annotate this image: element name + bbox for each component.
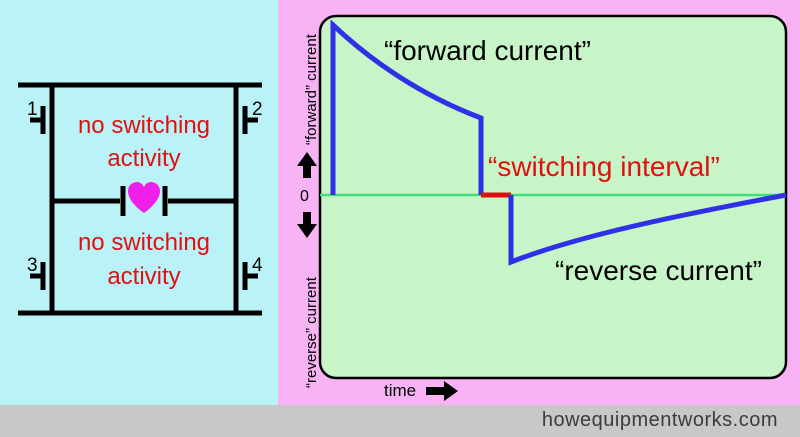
switch-1-number: 1 <box>27 99 38 120</box>
forward-current-label: “forward current” <box>384 35 591 66</box>
switch-4-number: 4 <box>252 255 263 276</box>
y-axis-label-reverse: “reverse” current <box>303 276 320 388</box>
lower-loop-text-line1: no switching <box>78 229 210 256</box>
right-arrow-icon <box>426 381 458 401</box>
reverse-current-label: “reverse current” <box>555 255 762 286</box>
down-arrow-icon <box>297 212 317 238</box>
switch-4 <box>233 253 258 299</box>
lower-loop-text-line2: activity <box>107 263 180 290</box>
zero-label: 0 <box>300 188 309 205</box>
switch-2 <box>233 97 258 143</box>
upper-loop-text-line2: activity <box>107 145 180 172</box>
y-axis-label-forward: “forward” current <box>303 33 320 145</box>
up-arrow-icon <box>297 152 317 178</box>
heart-icon <box>128 182 160 213</box>
bridge-diagram <box>18 82 262 316</box>
switch-3-number: 3 <box>27 255 38 276</box>
x-axis-label: time <box>384 381 416 400</box>
site-watermark: howequipmentworks.com <box>541 409 778 431</box>
switching-interval-label: “switching interval” <box>488 151 720 182</box>
switch-2-number: 2 <box>252 99 263 120</box>
switch-3 <box>30 253 55 299</box>
reverse-current-curve <box>508 192 787 266</box>
forward-current-curve <box>330 19 484 195</box>
upper-loop-text-line1: no switching <box>78 112 210 139</box>
footer-bar: howequipmentworks.com <box>0 405 800 437</box>
switch-1 <box>30 97 55 143</box>
